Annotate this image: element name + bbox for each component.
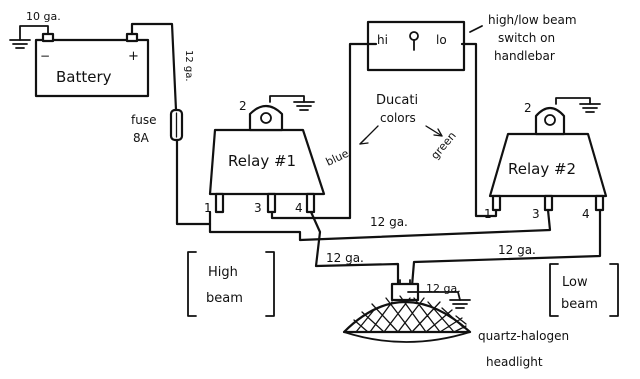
relay-2-mount-tab bbox=[534, 106, 566, 136]
headlight-ground-wire bbox=[407, 291, 461, 301]
ducati-colors-line1: Ducati bbox=[376, 93, 418, 108]
high-beam-line1: High bbox=[208, 265, 238, 280]
green-wire-label: green bbox=[428, 129, 458, 162]
relay-2-pin-4 bbox=[594, 194, 605, 212]
switch-caption-line3: handlebar bbox=[494, 49, 555, 63]
relay-1-mount-tab bbox=[248, 104, 284, 132]
green-arrow bbox=[425, 125, 443, 137]
headlight-lens-pattern bbox=[353, 295, 467, 333]
headlight-label-line2: headlight bbox=[486, 355, 543, 369]
relay2-to-headlight-wire bbox=[410, 208, 602, 288]
relay-2-pin-2-label: 2 bbox=[524, 101, 532, 115]
relay-2-pin-4-label: 4 bbox=[582, 207, 590, 221]
relay-1-mount-hole bbox=[260, 112, 272, 124]
relay-2-pin-3 bbox=[543, 194, 554, 212]
headlight-label-line1: quartz-halogen bbox=[478, 329, 569, 343]
switch-hi-wire bbox=[270, 42, 378, 220]
relay1-to-headlight-gauge-label: 12 ga. bbox=[326, 251, 364, 265]
blue-wire-label: blue bbox=[324, 147, 351, 169]
low-beam-line1: Low bbox=[562, 275, 588, 290]
relay-1-pin-3 bbox=[266, 192, 277, 214]
battery-body bbox=[34, 38, 150, 98]
switch-caption-line1: high/low beam bbox=[488, 13, 577, 27]
relay-2-pin-1 bbox=[491, 194, 502, 212]
switch-body bbox=[366, 20, 466, 72]
relay1-to-relay2-gauge-label: 12 ga. bbox=[370, 215, 408, 229]
fuse-label-line2: 8A bbox=[133, 131, 150, 145]
battery-negative-terminal bbox=[41, 32, 55, 43]
headlight-rim bbox=[343, 331, 471, 343]
relay-2: Relay #2 2 1 3 4 bbox=[484, 97, 608, 221]
battery-label: Battery bbox=[56, 68, 112, 86]
fuse-label-line1: fuse bbox=[131, 113, 156, 127]
low-beam-line2: beam bbox=[561, 297, 598, 312]
high-beam-label: High beam bbox=[187, 251, 275, 317]
battery: − + Battery bbox=[34, 32, 150, 98]
relay-1: Relay #1 2 1 3 4 bbox=[204, 95, 326, 215]
relay-1-pin-4 bbox=[305, 192, 316, 214]
ducati-colors-note: Ducati colors blue green bbox=[324, 93, 459, 169]
battery-ground-wire: 10 ga. bbox=[9, 10, 61, 49]
battery-negative-sign: − bbox=[40, 49, 50, 63]
relay2-to-headlight-gauge-label: 12 ga. bbox=[498, 243, 536, 257]
switch-hi-label: hi bbox=[377, 33, 388, 47]
low-beam-label: Low beam bbox=[549, 263, 619, 317]
headlight: 12 ga. quartz-halogen headlight bbox=[342, 279, 569, 369]
battery-feed-gauge-label: 12 ga. bbox=[183, 50, 194, 82]
battery-ground-gauge-label: 10 ga. bbox=[26, 10, 61, 23]
relay-1-pin-4-label: 4 bbox=[295, 201, 303, 215]
high-low-switch: hi lo high/low beam switch on handlebar bbox=[366, 13, 577, 72]
relay-1-pin-1 bbox=[214, 192, 225, 214]
ducati-colors-line2: colors bbox=[380, 111, 416, 125]
relay1-to-headlight-wire bbox=[309, 210, 400, 288]
battery-feed-wire: 12 ga. fuse 8A bbox=[130, 22, 212, 226]
relay-1-pin-2-label: 2 bbox=[239, 99, 247, 113]
high-beam-line2: beam bbox=[206, 291, 243, 306]
relay-2-label: Relay #2 bbox=[508, 160, 576, 178]
relay-2-pin-3-label: 3 bbox=[532, 207, 540, 221]
headlight-ground-gauge-label: 12 ga. bbox=[426, 282, 461, 295]
relay-2-mount-hole bbox=[544, 114, 556, 126]
relay-1-pin-1-label: 1 bbox=[204, 201, 212, 215]
relay1-to-relay2-wire bbox=[208, 208, 552, 242]
relay-1-label: Relay #1 bbox=[228, 152, 296, 170]
relay-1-pin-3-label: 3 bbox=[254, 201, 262, 215]
switch-lo-label: lo bbox=[436, 33, 447, 47]
battery-positive-sign: + bbox=[128, 49, 139, 64]
relay-2-pin-1-label: 1 bbox=[484, 207, 492, 221]
switch-caption-line2: switch on bbox=[498, 31, 555, 45]
switch-lo-wire bbox=[460, 42, 498, 218]
